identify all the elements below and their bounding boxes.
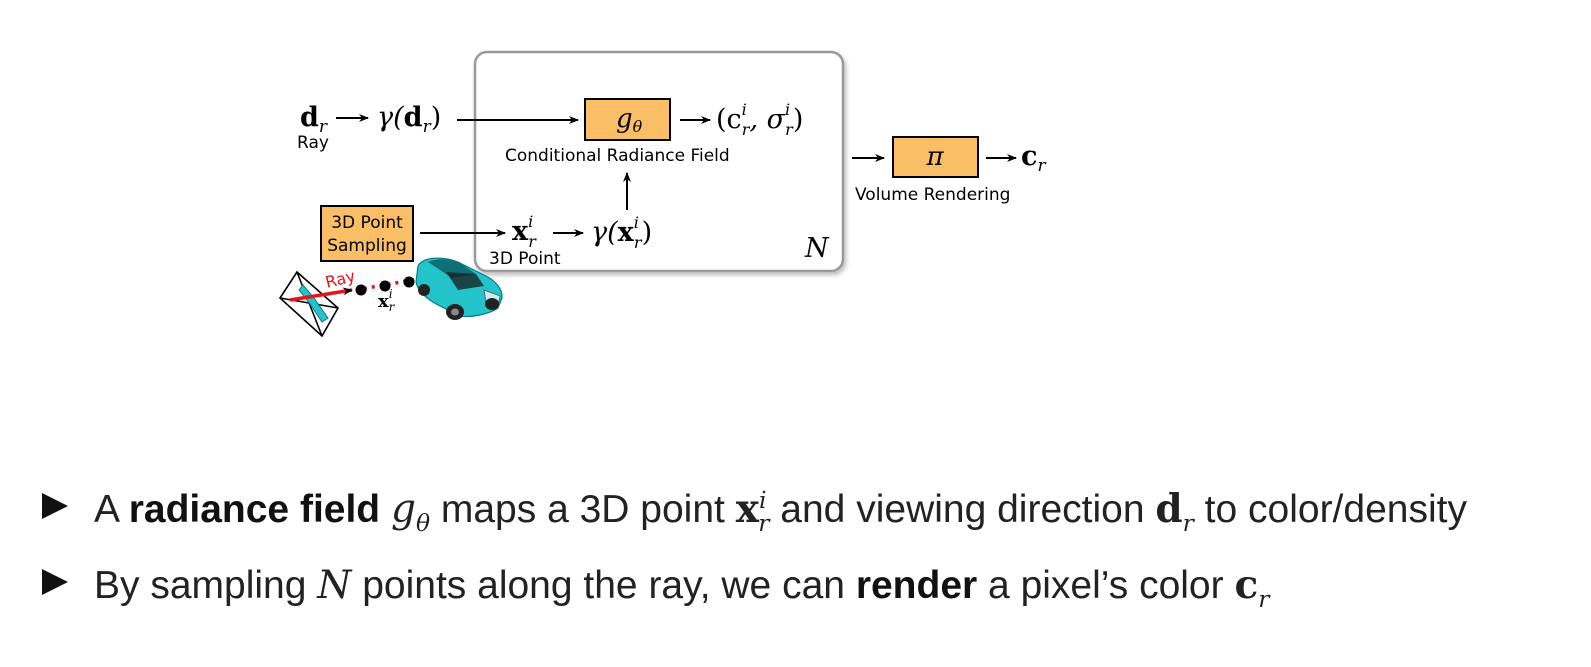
field-caption: Conditional Radiance Field	[505, 146, 730, 166]
ray-arrow	[289, 287, 353, 302]
math-sub: r	[1258, 584, 1270, 613]
render-output: cr	[1021, 141, 1046, 176]
ray-direction-symbol: dr	[300, 102, 328, 137]
bullet-text: A radiance field gθ maps a 3D point xir …	[94, 486, 1467, 537]
sample-point	[403, 276, 415, 288]
car-icon	[415, 257, 503, 320]
bullet-text-part: maps a 3D point	[430, 488, 736, 531]
radiance-field-box-label: gθ	[616, 104, 643, 136]
illustration-ray-label: Ray	[323, 266, 357, 292]
math-sub: r	[1182, 508, 1194, 537]
math-c: c	[1234, 562, 1259, 608]
math-x: x	[735, 486, 759, 532]
ray-dotted	[355, 273, 441, 292]
math-n: N	[317, 563, 352, 608]
repeat-count: N	[804, 233, 830, 264]
bullet-bold-term: render	[855, 564, 978, 607]
radiance-field-box	[584, 98, 671, 141]
math-g: g	[390, 487, 416, 532]
bullet-text-part: By sampling	[94, 564, 318, 607]
sample-point	[379, 280, 391, 292]
math-sub: r	[758, 508, 770, 537]
bullet-triangle-icon	[42, 493, 68, 519]
point-sampling-box	[320, 205, 414, 262]
bullet-text-part: A	[94, 488, 129, 531]
ray-label: Ray	[297, 133, 329, 153]
radiance-field-container	[473, 50, 845, 273]
volume-rendering-box	[892, 136, 979, 178]
point-sampling-label-1: 3D Point	[331, 213, 403, 233]
direction-encoding: γ(dr)	[377, 102, 441, 137]
math-d: d	[1155, 486, 1183, 532]
bullet-text-part: to color/density	[1193, 488, 1467, 531]
point-sampling-label-2: Sampling	[327, 236, 407, 256]
sample-point	[355, 284, 367, 296]
bullet-triangle-icon	[42, 569, 68, 595]
volume-rendering-box-label: π	[925, 142, 944, 172]
volume-rendering-caption: Volume Rendering	[855, 185, 1010, 205]
bullet-text-part: and viewing direction	[769, 488, 1156, 531]
math-sub: θ	[415, 508, 431, 537]
bullet-bold-term: radiance field	[128, 488, 381, 531]
math-sup: i	[758, 486, 767, 514]
bullet-text-part: a pixel’s color	[977, 564, 1235, 607]
point-label: 3D Point	[489, 249, 561, 269]
bullet-text-part: points along the ray, we can	[351, 564, 856, 607]
bullet-text: By sampling N points along the ray, we c…	[94, 562, 1269, 613]
